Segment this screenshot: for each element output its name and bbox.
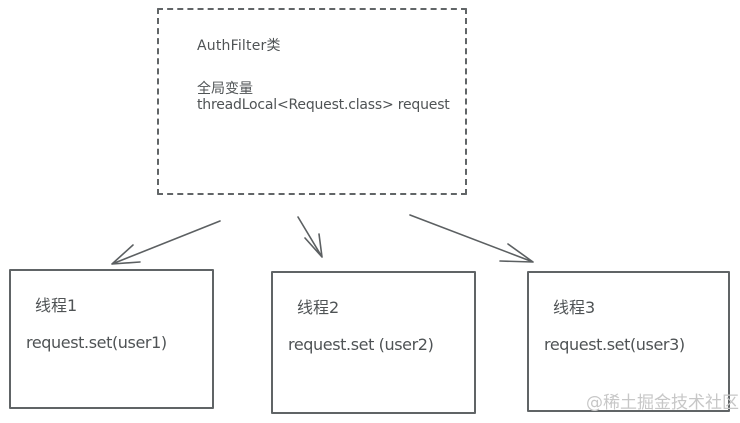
arrow-to-thread1 bbox=[111, 220, 221, 265]
thread3-code: request.set(user3) bbox=[544, 335, 685, 354]
thread2-title: 线程2 bbox=[297, 298, 340, 317]
thread2-box: 线程2 request.set (user2) bbox=[271, 271, 476, 414]
arrow-to-thread3 bbox=[409, 214, 534, 263]
thread3-title: 线程3 bbox=[553, 298, 596, 317]
thread2-code: request.set (user2) bbox=[288, 335, 434, 354]
arrow-to-thread2 bbox=[297, 216, 323, 258]
authfilter-class-box: AuthFilter类 全局变量 threadLocal<Request.cla… bbox=[157, 8, 467, 195]
threadlocal-declaration: threadLocal<Request.class> request bbox=[197, 97, 450, 113]
thread1-code: request.set(user1) bbox=[26, 333, 167, 352]
watermark: @稀土掘金技术社区 bbox=[586, 393, 739, 413]
thread3-box: 线程3 request.set(user3) bbox=[527, 271, 730, 412]
global-variable-label: 全局变量 bbox=[197, 81, 253, 97]
thread1-box: 线程1 request.set(user1) bbox=[9, 269, 214, 409]
authfilter-class-title: AuthFilter类 bbox=[197, 38, 281, 54]
thread1-title: 线程1 bbox=[35, 296, 78, 315]
